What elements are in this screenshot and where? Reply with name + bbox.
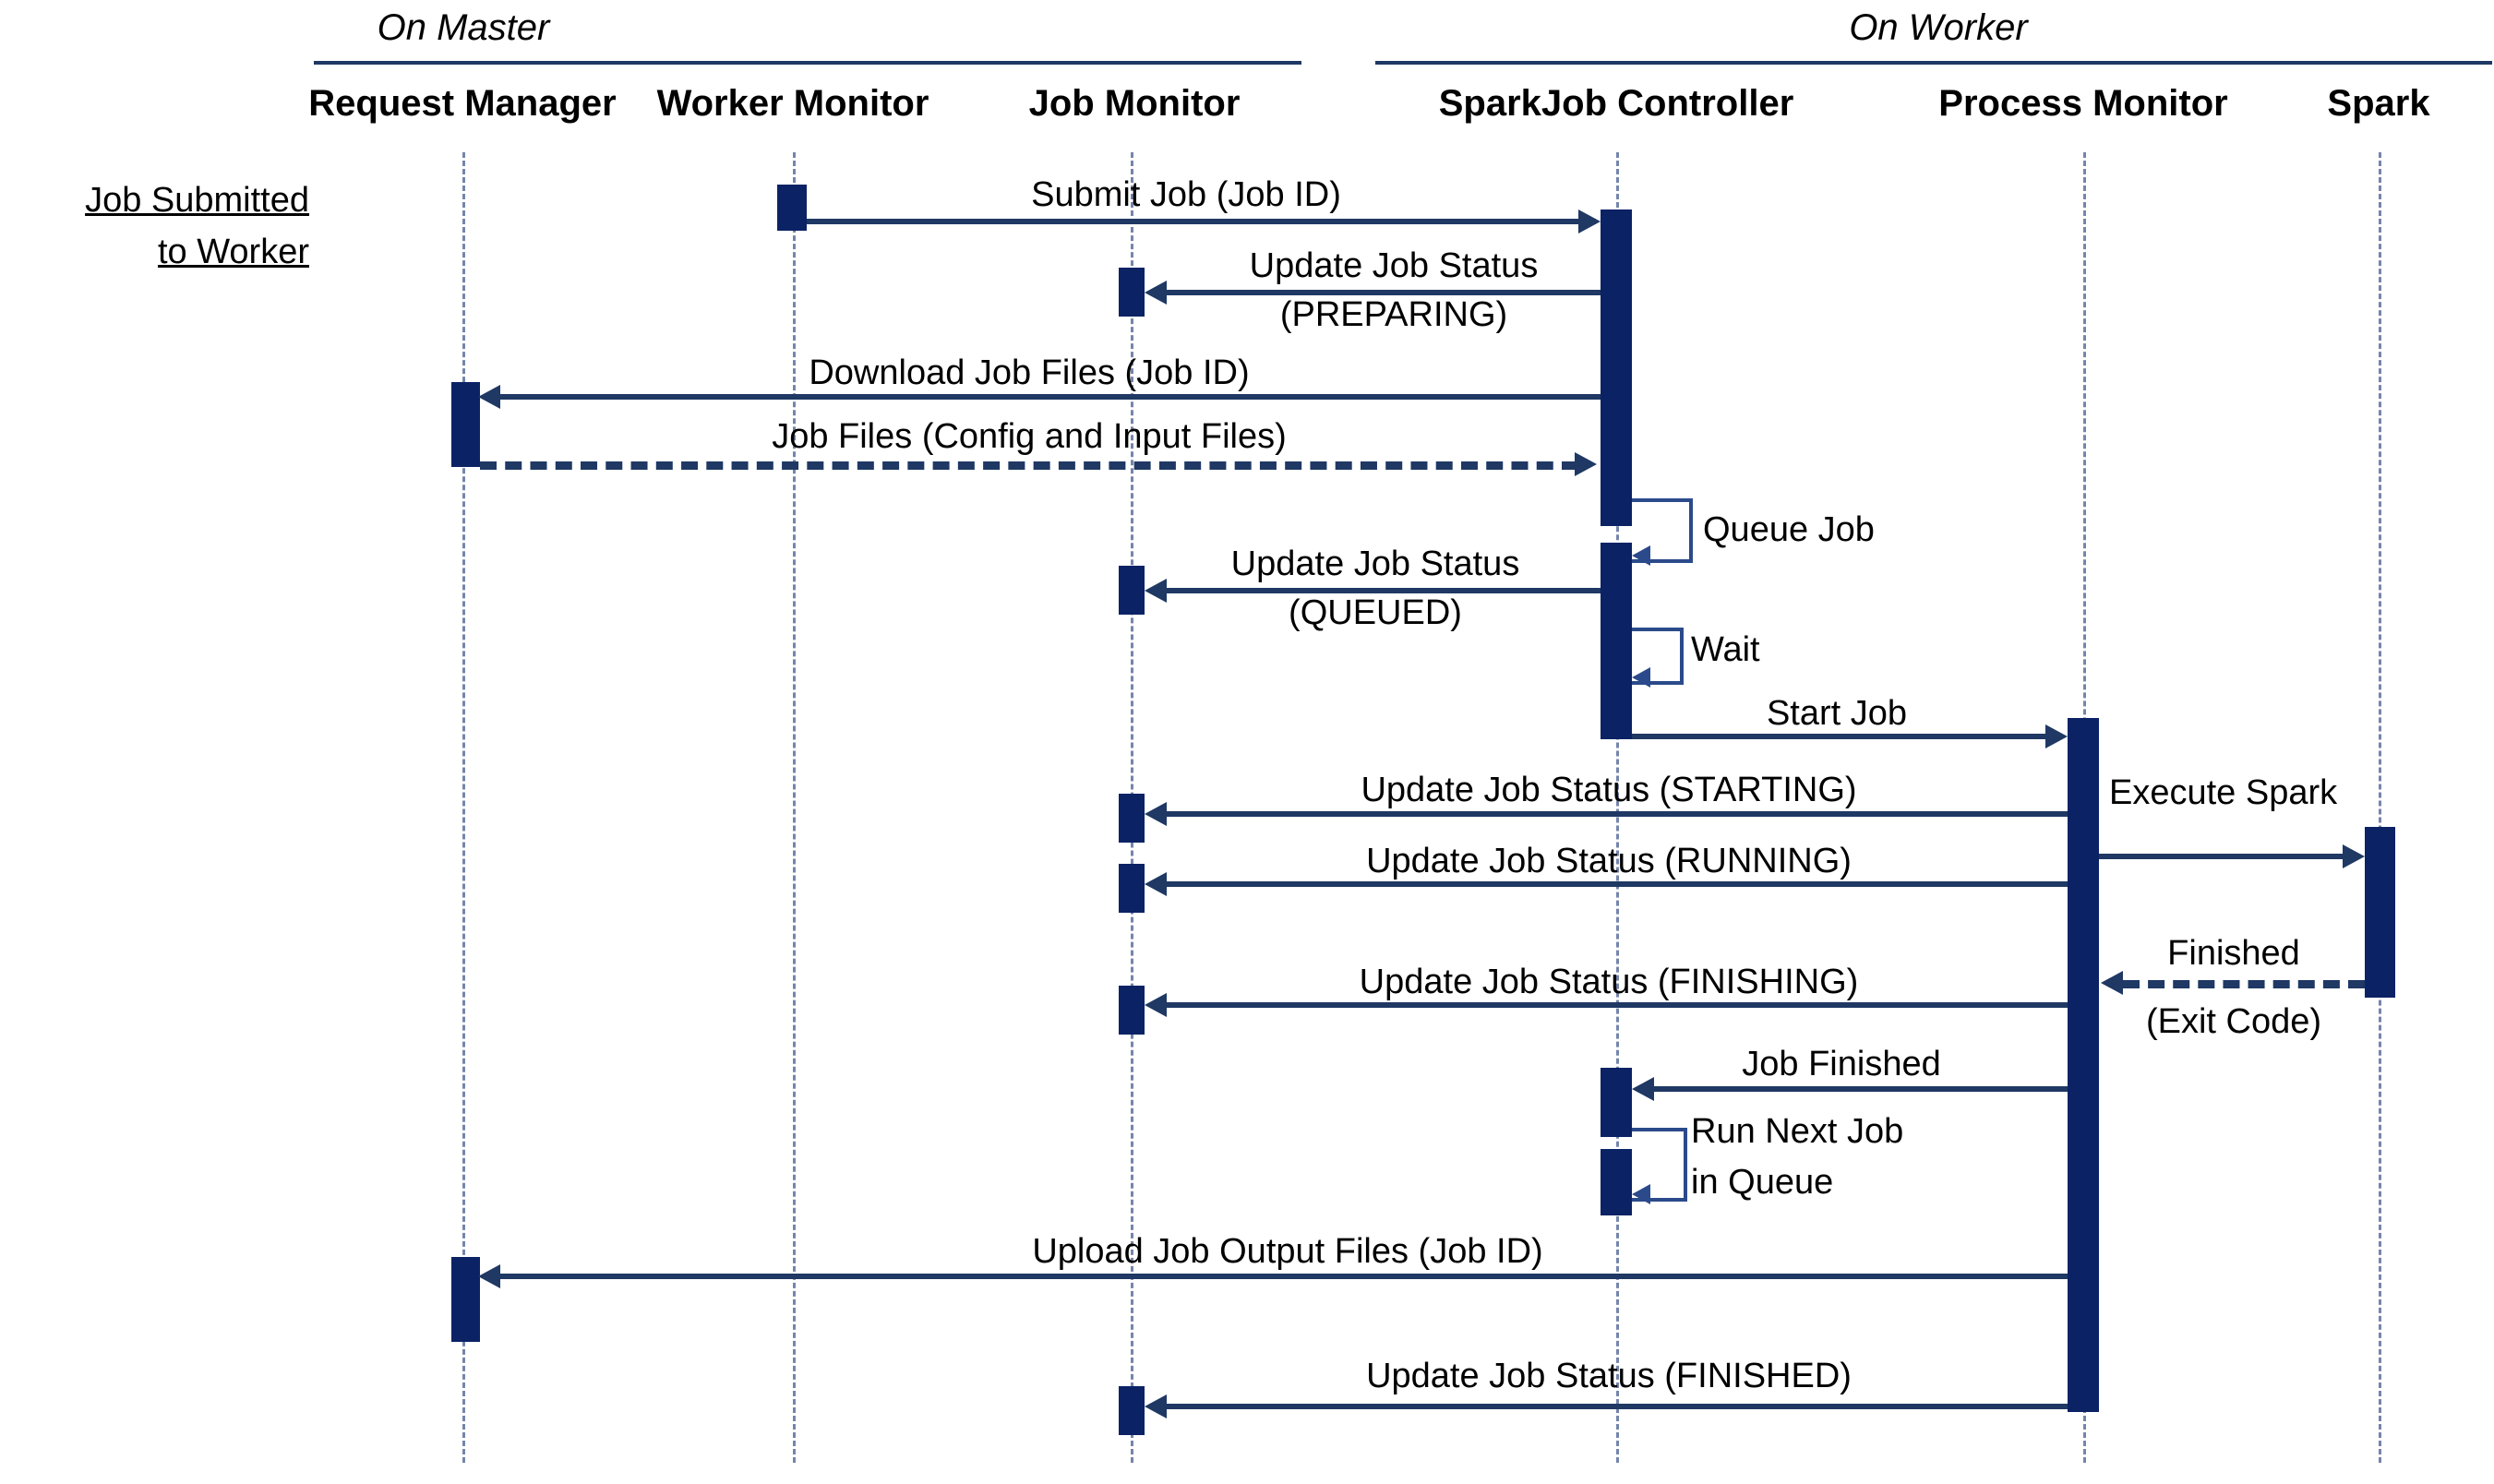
selfloop-arrowhead-queue-job — [1632, 545, 1650, 566]
note-job-submitted-line1: Job Submitted — [85, 181, 309, 220]
message-line-status-finishing — [1165, 1002, 2068, 1008]
activation-spark — [2365, 827, 2395, 998]
activation-request-manager-download — [451, 382, 480, 467]
message-label-status-running: Update Job Status (RUNNING) — [1366, 842, 1852, 880]
message-label-job-files: Job Files (Config and Input Files) — [772, 417, 1287, 456]
message-arrowhead-status-finished — [1145, 1394, 1167, 1418]
group-rule-on-worker — [1375, 61, 2492, 65]
selfloop-box-wait — [1632, 628, 1684, 685]
message-arrowhead-submit-job — [1578, 209, 1601, 233]
activation-job-monitor-queued — [1119, 566, 1145, 615]
message-label-queue-job: Queue Job — [1703, 510, 1875, 549]
message-label-upload-output: Upload Job Output Files (Job ID) — [1032, 1232, 1543, 1271]
message-line-execute-spark — [2099, 854, 2344, 859]
actor-sparkjob-controller: SparkJob Controller — [1438, 83, 1794, 124]
message-label-start-job: Start Job — [1766, 694, 1908, 733]
message-label-execute-spark: Execute Spark — [2109, 773, 2338, 812]
activation-worker-monitor-submit — [777, 185, 807, 231]
activation-job-monitor-running — [1119, 864, 1145, 913]
message-label-finished-2: (Exit Code) — [2145, 1002, 2322, 1041]
activation-sparkjob-controller-queued — [1601, 543, 1632, 739]
group-label-on-master: On Master — [377, 7, 550, 48]
message-label-download-job-files: Download Job Files (Job ID) — [809, 353, 1250, 392]
lifeline-sparkjob-controller — [1616, 152, 1619, 1463]
group-label-on-worker: On Worker — [1849, 7, 2028, 48]
message-label-wait: Wait — [1691, 630, 1760, 669]
actor-job-monitor: Job Monitor — [1028, 83, 1241, 124]
message-arrowhead-status-finishing — [1145, 993, 1167, 1017]
activation-job-monitor-finishing — [1119, 986, 1145, 1035]
message-label-status-queued: Update Job Status — [1230, 545, 1520, 583]
message-label-status-preparing-2: (PREPARING) — [1279, 295, 1508, 334]
message-label-status-finished: Update Job Status (FINISHED) — [1366, 1357, 1852, 1395]
message-arrowhead-status-queued — [1145, 579, 1167, 603]
activation-sparkjob-controller-runnext — [1601, 1149, 1632, 1215]
message-line-status-running — [1165, 881, 2068, 887]
message-line-download-job-files — [498, 394, 1601, 400]
message-line-status-starting — [1165, 811, 2068, 817]
message-label-job-finished: Job Finished — [1742, 1045, 1941, 1083]
activation-sparkjob-controller-jobfinished — [1601, 1068, 1632, 1137]
lifeline-spark — [2379, 152, 2381, 1463]
message-label-finished: Finished — [2167, 934, 2300, 973]
note-job-submitted-line2: to Worker — [157, 233, 309, 271]
message-arrowhead-job-files — [1575, 452, 1597, 476]
message-arrowhead-status-preparing — [1145, 281, 1167, 305]
message-label-run-next-job-2: in Queue — [1691, 1163, 1834, 1202]
message-label-status-queued-2: (QUEUED) — [1289, 593, 1462, 632]
message-arrowhead-finished — [2101, 971, 2123, 995]
message-line-submit-job — [807, 219, 1596, 224]
message-arrowhead-start-job — [2045, 724, 2068, 748]
message-line-finished — [2123, 980, 2365, 988]
message-label-status-finishing: Update Job Status (FINISHING) — [1359, 963, 1859, 1001]
activation-process-monitor — [2068, 718, 2099, 1412]
selfloop-arrowhead-wait — [1632, 667, 1650, 688]
selfloop-box-run-next-job — [1632, 1128, 1687, 1202]
message-arrowhead-job-finished — [1632, 1077, 1654, 1101]
activation-job-monitor-finished — [1119, 1386, 1145, 1435]
actor-request-manager: Request Manager — [308, 83, 617, 124]
activation-job-monitor-preparing — [1119, 268, 1145, 317]
message-arrowhead-execute-spark — [2343, 844, 2365, 868]
activation-request-manager-upload — [451, 1257, 480, 1342]
selfloop-box-queue-job — [1632, 498, 1693, 563]
message-line-start-job — [1632, 734, 2045, 739]
message-label-status-preparing: Update Job Status — [1249, 246, 1539, 285]
message-arrowhead-status-starting — [1145, 802, 1167, 826]
group-rule-on-master — [314, 61, 1301, 65]
activation-job-monitor-starting — [1119, 794, 1145, 843]
message-line-status-preparing — [1165, 290, 1601, 295]
message-arrowhead-upload-output — [478, 1264, 500, 1288]
message-label-status-starting: Update Job Status (STARTING) — [1361, 771, 1857, 809]
message-arrowhead-download-job-files — [478, 385, 500, 409]
actor-process-monitor: Process Monitor — [1938, 83, 2228, 124]
message-line-job-finished — [1652, 1086, 2068, 1092]
message-line-upload-output — [498, 1274, 2068, 1279]
lifeline-request-manager — [462, 152, 465, 1463]
actor-worker-monitor: Worker Monitor — [656, 83, 929, 124]
lifeline-worker-monitor — [793, 152, 796, 1463]
message-arrowhead-status-running — [1145, 872, 1167, 896]
message-line-job-files — [480, 461, 1578, 470]
selfloop-arrowhead-run-next-job — [1632, 1184, 1650, 1204]
message-label-submit-job: Submit Job (Job ID) — [1031, 175, 1341, 214]
actor-spark: Spark — [2327, 83, 2430, 124]
message-line-status-finished — [1165, 1404, 2068, 1409]
message-label-run-next-job: Run Next Job — [1691, 1112, 1904, 1151]
message-line-status-queued — [1165, 588, 1601, 593]
activation-sparkjob-controller-main — [1601, 209, 1632, 526]
